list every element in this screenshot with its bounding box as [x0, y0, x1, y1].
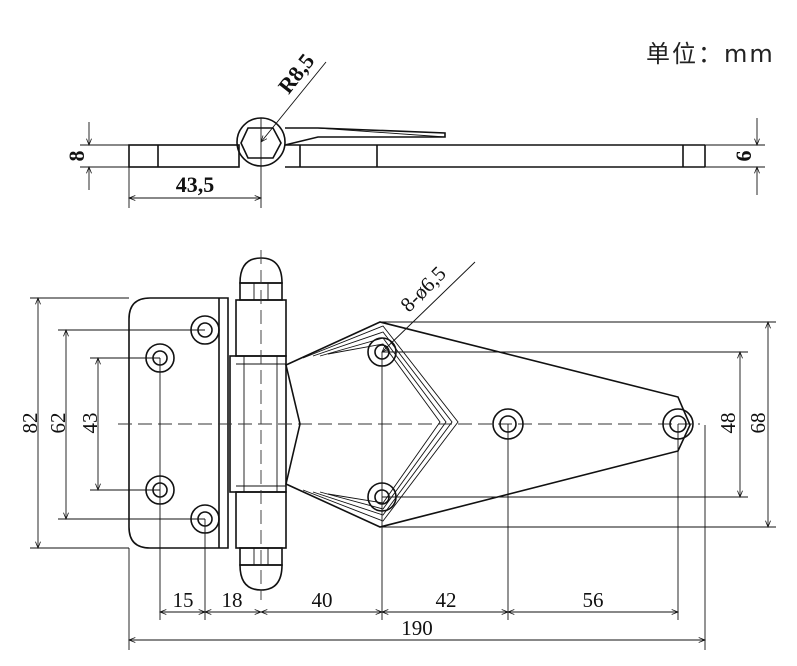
dim-height-outer-holes: 62 — [46, 413, 70, 434]
dim-18: 18 — [222, 588, 243, 612]
hex-nut-shape — [240, 127, 282, 159]
dim-total-length: 190 — [401, 616, 433, 640]
dim-40: 40 — [312, 588, 333, 612]
right-leaf-plate — [285, 321, 691, 528]
unit-label: 单位：mm — [646, 40, 775, 68]
dim-height-total: 82 — [18, 413, 42, 434]
front-view: 82 62 43 48 68 8-ø6,5 15 18 40 42 56 — [18, 250, 776, 650]
dim-right-inner: 48 — [716, 413, 740, 434]
dim-42: 42 — [436, 588, 457, 612]
dim-holes-count-diameter: 8-ø6,5 — [395, 261, 450, 316]
side-view: 8 6 43,5 R8,5 — [64, 49, 765, 208]
dim-left-thickness: 8 — [64, 151, 89, 162]
left-leaf-plate — [128, 297, 229, 549]
dim-right-thickness: 6 — [731, 151, 756, 162]
dim-15: 15 — [173, 588, 194, 612]
dim-knuckle-offset: 43,5 — [176, 172, 215, 197]
dim-56: 56 — [583, 588, 604, 612]
dim-right-outer: 68 — [746, 413, 770, 434]
dim-radius: R8,5 — [273, 49, 319, 99]
dim-height-inner-holes: 43 — [78, 413, 102, 434]
